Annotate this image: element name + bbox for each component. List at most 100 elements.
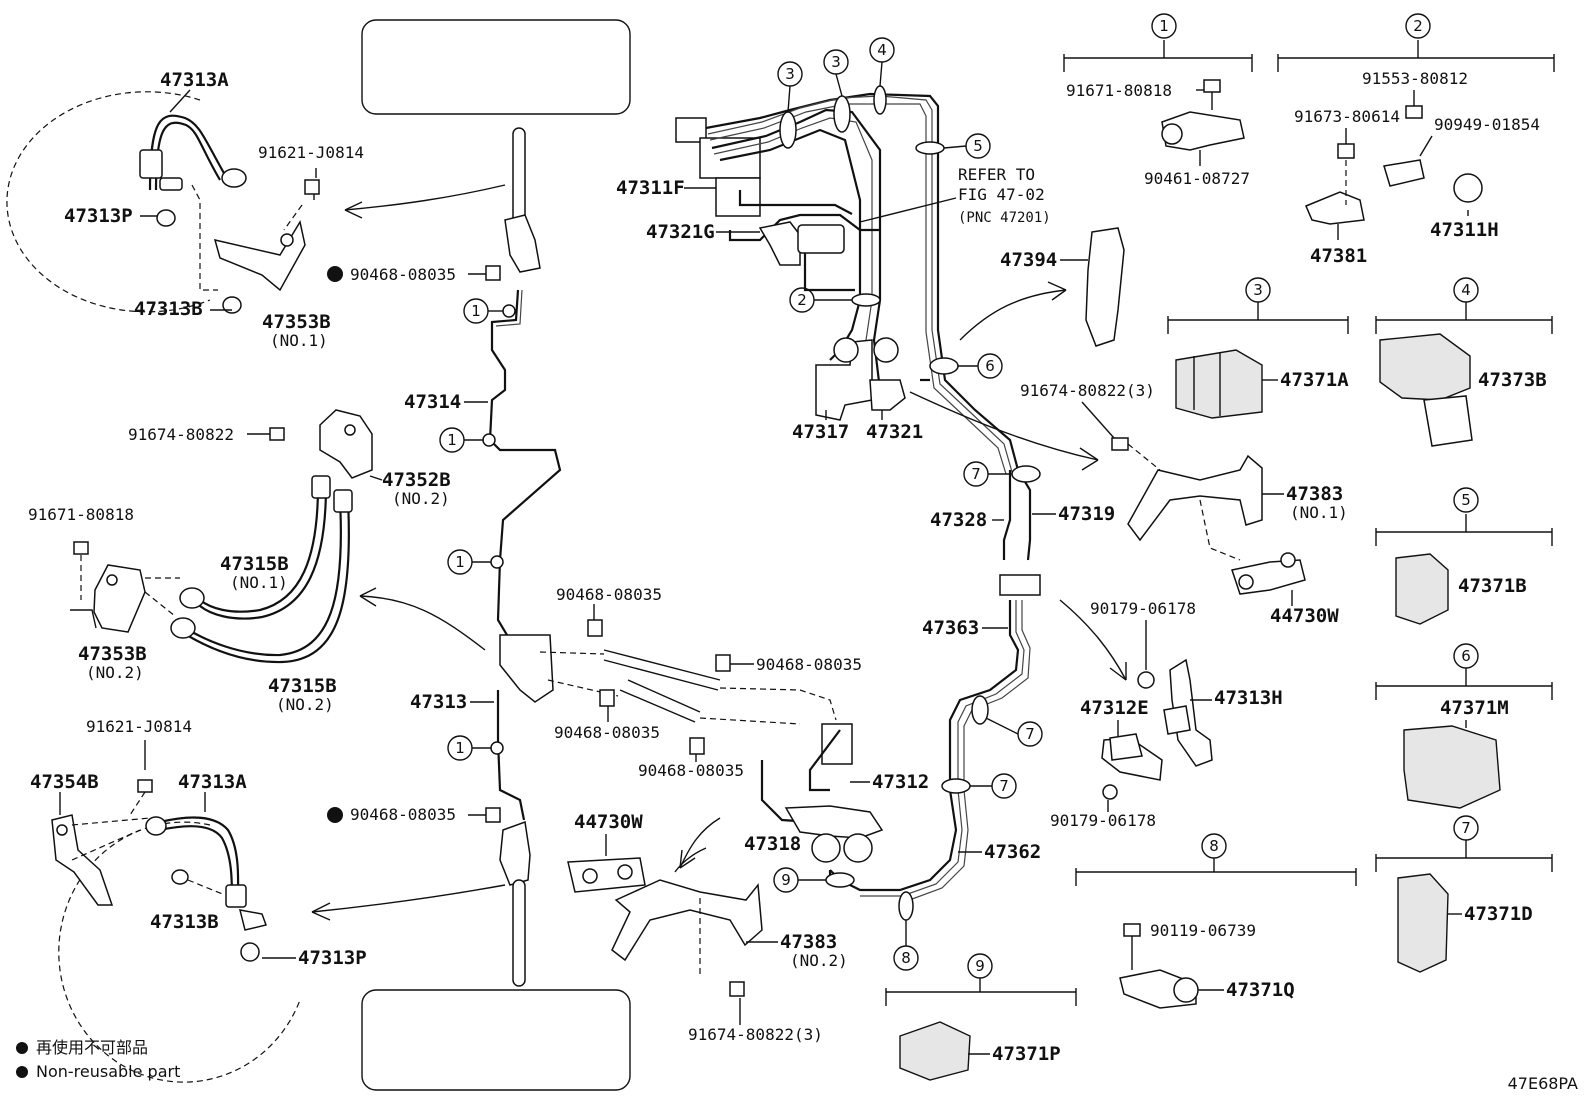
placeholder-box-top	[361, 19, 631, 115]
detail-circle-top	[6, 91, 211, 313]
label-47352B-note: (NO.2)	[392, 489, 450, 508]
svg-text:7: 7	[999, 777, 1009, 795]
label-47383-1: 47383	[1286, 483, 1343, 505]
svg-text:4: 4	[1461, 281, 1471, 299]
label-47383-2-note: (NO.2)	[790, 951, 848, 970]
label-47381: 47381	[1310, 245, 1367, 267]
label-90179-b: 90179-06178	[1050, 811, 1156, 830]
svg-text:1: 1	[471, 302, 481, 320]
label-47371B: 47371B	[1458, 575, 1527, 597]
callout-top-6: 6	[1453, 643, 1479, 669]
non-reusable-dot-icon	[16, 1042, 28, 1054]
valve-bracket-group-bottom	[567, 817, 763, 997]
master-cylinder-lines	[675, 92, 1020, 475]
svg-text:3: 3	[1253, 281, 1263, 299]
clip-47373B	[1379, 333, 1471, 401]
svg-text:6: 6	[985, 357, 995, 375]
svg-text:7: 7	[1461, 819, 1471, 837]
diagram-code: 47E68PA	[1507, 1074, 1578, 1093]
label-47321: 47321	[866, 421, 923, 443]
label-44730W-bot: 44730W	[574, 811, 643, 833]
svg-text:6: 6	[1461, 647, 1471, 665]
label-47313H: 47313H	[1214, 687, 1283, 709]
svg-text:9: 9	[975, 957, 985, 975]
label-47352B: 47352B	[382, 469, 451, 491]
label-91553: 91553-80812	[1362, 69, 1468, 88]
label-90468-f: 90468-08035	[350, 805, 456, 824]
label-47313A-bot: 47313A	[178, 771, 247, 793]
label-47371Q: 47371Q	[1226, 979, 1295, 1001]
callout-line-7c: 7	[991, 773, 1017, 799]
label-91621-top: 91621-J0814	[258, 143, 364, 162]
callout-top-1: 1	[1151, 13, 1177, 39]
non-reusable-dot-f	[327, 807, 343, 823]
detail-circle-bottom	[58, 821, 301, 1083]
callout-top-8: 8	[1201, 833, 1227, 859]
label-47394: 47394	[1000, 249, 1057, 271]
label-91673: 91673-80614	[1294, 107, 1400, 126]
callout-line-2: 2	[789, 287, 815, 313]
label-47313B-top: 47313B	[134, 298, 203, 320]
label-47383-1-note: (NO.1)	[1290, 503, 1348, 522]
lower-junction-block	[760, 723, 884, 885]
arrow-to-47313H	[1059, 599, 1127, 681]
label-90179-a: 90179-06178	[1090, 599, 1196, 618]
label-47313P-top: 47313P	[64, 205, 133, 227]
callout-line-1b: 1	[439, 427, 465, 453]
label-91674-c: 91674-80822(3)	[688, 1025, 823, 1044]
callout-line-4: 4	[869, 37, 895, 63]
arrow-to-47394	[959, 289, 1067, 341]
label-47353B-top-note: (NO.1)	[270, 331, 328, 350]
label-47314: 47314	[404, 391, 461, 413]
callout-line-3b: 3	[823, 49, 849, 75]
callout-top-5: 5	[1453, 487, 1479, 513]
label-47313A-top: 47313A	[160, 69, 229, 91]
label-90468-d: 90468-08035	[554, 723, 660, 742]
label-47313B-bot: 47313B	[150, 911, 219, 933]
svg-text:7: 7	[1025, 725, 1035, 743]
label-47321G: 47321G	[646, 221, 715, 243]
svg-text:7: 7	[971, 465, 981, 483]
bracket-47313H	[1101, 658, 1213, 800]
clip-47371M	[1403, 725, 1501, 809]
svg-text:8: 8	[1209, 837, 1219, 855]
label-47319: 47319	[1058, 503, 1115, 525]
legend-jp: 再使用不可部品	[16, 1034, 148, 1058]
label-91621-bot: 91621-J0814	[86, 717, 192, 736]
svg-text:2: 2	[1413, 17, 1423, 35]
callout-top-4: 4	[1453, 277, 1479, 303]
label-47363: 47363	[922, 617, 979, 639]
clip-47371D	[1397, 873, 1449, 973]
reference-line2: FIG 47-02	[958, 185, 1045, 204]
non-reusable-dot-icon	[16, 1066, 28, 1078]
callout-line-1d: 1	[447, 735, 473, 761]
svg-text:9: 9	[781, 871, 791, 889]
svg-text:3: 3	[831, 53, 841, 71]
arrow-to-front-hose	[344, 184, 506, 211]
svg-text:5: 5	[973, 137, 983, 155]
callout-top-7: 7	[1453, 815, 1479, 841]
label-47354B: 47354B	[30, 771, 99, 793]
label-47311H: 47311H	[1430, 219, 1499, 241]
reference-line3: (PNC 47201)	[958, 210, 1051, 226]
placeholder-box-bottom	[361, 989, 631, 1091]
label-47313P-bot: 47313P	[298, 947, 367, 969]
rear-hose-group	[70, 409, 373, 664]
label-90468-c: 90468-08035	[756, 655, 862, 674]
label-91671-a: 91671-80818	[28, 505, 134, 524]
callout-line-5: 5	[965, 133, 991, 159]
svg-text:3: 3	[785, 65, 795, 83]
label-90119: 90119-06739	[1150, 921, 1256, 940]
callout-line-7b: 7	[1017, 721, 1043, 747]
label-47315B-2-note: (NO.2)	[276, 695, 334, 714]
svg-text:2: 2	[797, 291, 807, 309]
svg-text:1: 1	[1159, 17, 1169, 35]
callout-line-3a: 3	[777, 61, 803, 87]
left-tube-assembly	[488, 127, 562, 987]
callout-line-6: 6	[977, 353, 1003, 379]
label-47315B-1: 47315B	[220, 553, 289, 575]
legend-en: Non-reusable part	[16, 1062, 180, 1081]
label-47373B: 47373B	[1478, 369, 1547, 391]
rear-wheel-hose-group	[51, 779, 301, 1083]
